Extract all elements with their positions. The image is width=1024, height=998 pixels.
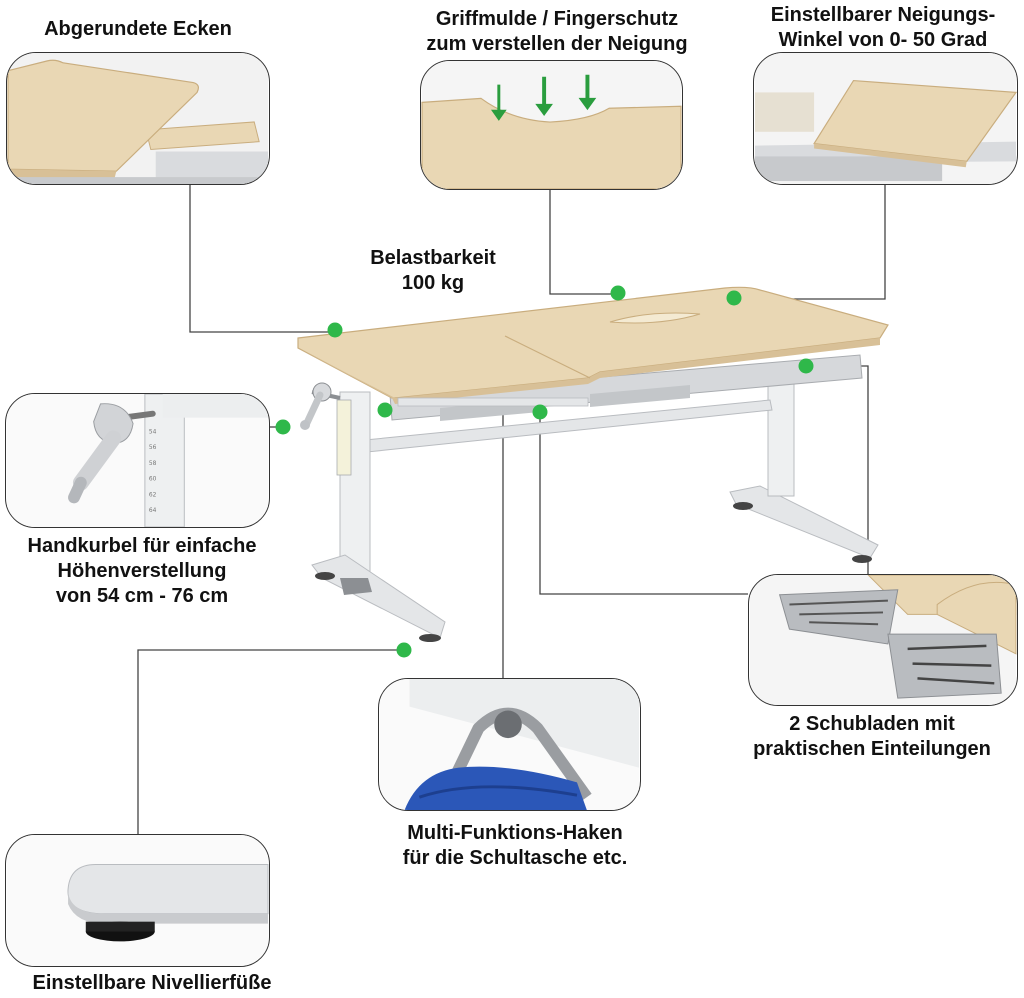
svg-text:60: 60 <box>149 477 157 483</box>
svg-text:62: 62 <box>149 492 157 498</box>
label-leveling-feet: Einstellbare Nivellierfüße <box>32 972 272 994</box>
line-finger-groove <box>549 190 618 295</box>
svg-text:54: 54 <box>149 429 157 435</box>
inset-leveling-feet <box>5 834 270 967</box>
svg-text:58: 58 <box>149 461 157 467</box>
finger-groove-cutout <box>609 312 701 324</box>
inset-drawers <box>748 574 1018 706</box>
hand-crank <box>300 382 341 430</box>
marker-finger-groove <box>610 285 626 301</box>
height-scale-marks: 54 56 58 60 62 64 <box>149 429 157 514</box>
marker-hand-crank <box>275 419 291 435</box>
marker-leveling-feet <box>396 642 412 658</box>
line-leveling-feet <box>137 649 404 835</box>
label-finger-groove: Griffmulde / Fingerschutz zum verstellen… <box>426 8 688 55</box>
inset-hook <box>378 678 641 811</box>
line-rounded-corners <box>189 185 335 333</box>
hook-illustration <box>379 679 640 810</box>
svg-text:64: 64 <box>149 508 157 514</box>
markers <box>275 285 814 658</box>
label-drawers: 2 Schubladen mit praktischen Einteilunge… <box>753 713 991 760</box>
height-scale <box>336 399 352 476</box>
label-rounded-corners: Abgerundete Ecken <box>44 18 232 40</box>
inset-tilt-angle <box>753 52 1018 185</box>
svg-text:56: 56 <box>149 445 157 451</box>
drawers-illustration <box>750 575 1017 705</box>
label-hook: Multi-Funktions-Haken für die Schultasch… <box>402 822 628 869</box>
desk-top-wood <box>297 286 889 399</box>
marker-hook <box>377 402 393 418</box>
label-hand-crank: Handkurbel für einfache Höhenverstellung… <box>27 535 257 607</box>
label-tilt-angle: Einstellbarer Neigungs- Winkel von 0- 50… <box>770 4 996 51</box>
line-tilt-angle <box>734 185 886 300</box>
hand-crank-illustration: 54 56 58 60 62 64 <box>6 394 269 527</box>
tilt-split-line <box>504 335 591 379</box>
marker-rounded-corners <box>327 322 343 338</box>
desk-top-frame <box>397 397 589 407</box>
right-leg-foot <box>729 485 879 559</box>
marker-drawer-right <box>798 358 814 374</box>
rounded-corners-illustration <box>7 53 269 184</box>
arrow-down-icon <box>490 74 597 121</box>
finger-groove-illustration <box>421 61 682 189</box>
inset-hand-crank: 54 56 58 60 62 64 <box>5 393 270 528</box>
tilt-angle-illustration <box>754 53 1017 184</box>
marker-drawers <box>532 404 548 420</box>
inset-finger-groove <box>420 60 683 190</box>
inset-rounded-corners <box>6 52 270 185</box>
right-leg-column <box>767 377 795 497</box>
left-leg-foot <box>311 554 446 639</box>
marker-tilt-angle <box>726 290 742 306</box>
desk <box>297 286 889 642</box>
line-drawers <box>539 413 748 595</box>
line-hook <box>385 409 504 680</box>
label-load-capacity: Belastbarkeit 100 kg <box>370 247 496 294</box>
leveling-feet-illustration <box>6 835 269 966</box>
